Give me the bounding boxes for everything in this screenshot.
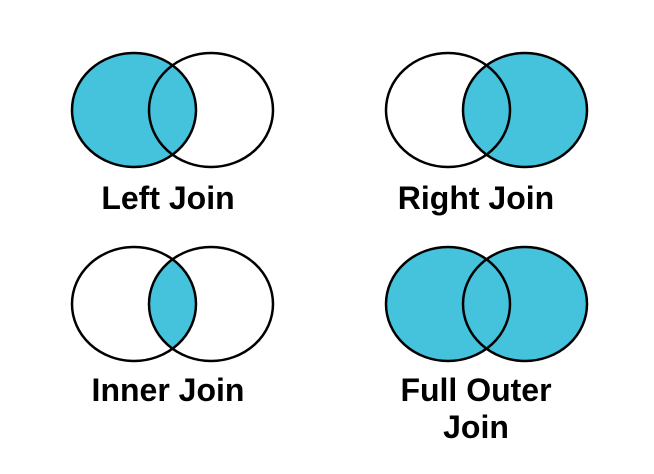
venn-left-join bbox=[70, 51, 275, 169]
intersection-fill bbox=[463, 53, 510, 167]
venn-full-outer-join bbox=[384, 245, 589, 363]
left-join-label: Left Join bbox=[101, 180, 235, 216]
right-circle-outline bbox=[461, 245, 589, 363]
right-circle-outline bbox=[461, 51, 589, 169]
intersection-fill bbox=[463, 247, 510, 361]
right-join-label: Right Join bbox=[397, 180, 555, 216]
right-circle-outline bbox=[147, 245, 275, 363]
intersection-fill bbox=[149, 247, 196, 361]
venn-right-join bbox=[384, 51, 589, 169]
left-circle-outline bbox=[384, 51, 512, 169]
intersection-fill bbox=[149, 53, 196, 167]
right-circle-outline bbox=[147, 51, 275, 169]
venn-inner-join bbox=[70, 245, 275, 363]
full-outer-join-label: Full Outer Join bbox=[400, 372, 552, 445]
left-circle-outline bbox=[70, 51, 198, 169]
left-circle-outline bbox=[70, 245, 198, 363]
left-circle-outline bbox=[384, 245, 512, 363]
inner-join-label: Inner Join bbox=[91, 372, 245, 408]
